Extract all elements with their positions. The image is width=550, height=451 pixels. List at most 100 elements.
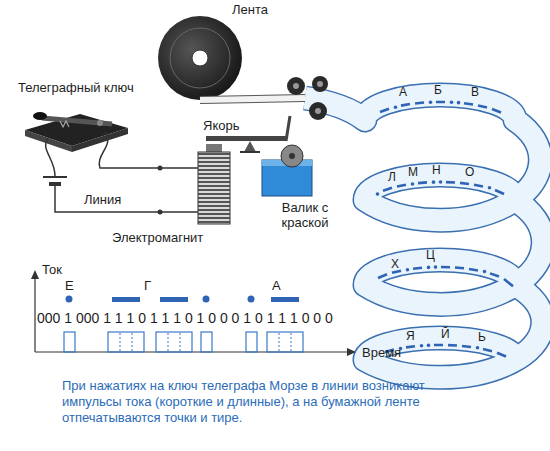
- reel-hub: [192, 50, 208, 66]
- battery-plate: [43, 176, 67, 178]
- current-axis-label: Ток: [42, 262, 62, 277]
- tape-letter: Ц: [426, 248, 435, 263]
- letter-label: Г: [144, 278, 151, 293]
- tape-letter: М: [408, 165, 418, 180]
- electromagnet-coil: [198, 152, 230, 224]
- tape-letter: А: [399, 85, 407, 100]
- armature-label: Якорь: [203, 118, 239, 133]
- tape-dash: [504, 279, 513, 286]
- roller-arm: [286, 116, 290, 141]
- axis-arrow: [347, 348, 356, 356]
- feed-roller: [312, 76, 328, 92]
- tape-letter: О: [465, 165, 474, 180]
- tape-dash: [436, 101, 445, 104]
- tape-dash: [490, 273, 499, 276]
- key-knob: [33, 112, 47, 120]
- reel-ring: [170, 28, 230, 88]
- ink-roller-axle: [289, 153, 295, 159]
- tape-dot: [429, 100, 433, 104]
- feed-roller: [309, 102, 327, 120]
- battery-plate: [49, 182, 61, 186]
- tape-letter: В: [471, 85, 479, 100]
- key-label: Телеграфный ключ: [18, 80, 134, 95]
- tape-dot: [439, 180, 443, 184]
- magnet-core: [206, 144, 222, 152]
- tape-dot: [483, 270, 487, 274]
- tape-letter: Х: [391, 257, 399, 272]
- tape-dash: [462, 345, 471, 349]
- wire-junction: [158, 210, 163, 215]
- tape-letter: Н: [432, 163, 441, 178]
- tape-letter: Ь: [478, 330, 486, 345]
- tape-dash: [413, 266, 422, 270]
- wire: [46, 138, 55, 176]
- tape-dash: [441, 266, 450, 269]
- tape-feed-face: [200, 98, 305, 100]
- tape-dot: [394, 105, 398, 109]
- tape-dash: [446, 181, 455, 184]
- tape-dash: [469, 269, 478, 271]
- tape-dash: [495, 190, 504, 194]
- roller-axle: [293, 83, 299, 89]
- tape-dot: [450, 100, 454, 104]
- tape-dash: [474, 185, 483, 187]
- paper-tape-face: [305, 95, 543, 377]
- key-base-side: [72, 128, 128, 152]
- tape-dash: [401, 104, 410, 106]
- wire: [55, 186, 198, 212]
- tape-dash: [397, 185, 406, 187]
- tape-dash: [455, 266, 464, 269]
- letter-label: А: [272, 278, 281, 293]
- tape-label: Лента: [232, 2, 268, 17]
- tape-dot: [427, 344, 431, 348]
- tape-dot: [376, 192, 380, 196]
- key-base-side: [25, 130, 72, 152]
- tape-dot: [434, 265, 438, 269]
- tape-dash: [434, 344, 443, 347]
- tape-dash: [483, 349, 492, 351]
- tape-dash: [406, 346, 415, 347]
- tape-dot: [420, 344, 424, 348]
- tape-letter: Я: [406, 329, 415, 344]
- axis-arrow: [31, 270, 39, 279]
- armature-pivot: [244, 141, 256, 152]
- tape-dash: [460, 183, 469, 184]
- tape-dot: [432, 180, 436, 184]
- wire: [99, 132, 198, 168]
- wire-junction: [158, 166, 163, 171]
- feed-roller: [287, 77, 305, 95]
- key-contact: [97, 120, 103, 126]
- electromagnet-label: Электромагнит: [112, 230, 203, 245]
- morse-marks: [376, 100, 513, 356]
- current-pulses: [64, 332, 303, 352]
- tape-dash: [478, 105, 487, 107]
- current-axis: [34, 276, 35, 352]
- tape-dot: [406, 268, 410, 272]
- ink-roller: [281, 145, 303, 167]
- tape-dot: [476, 346, 480, 350]
- line-label: Линия: [84, 192, 121, 207]
- tape-dash: [415, 101, 424, 104]
- tape-dash: [378, 274, 387, 278]
- tape-dash: [448, 344, 457, 347]
- ink-roller-label: Валик с краской: [260, 200, 350, 230]
- tape-dash: [492, 109, 501, 112]
- binary-code: 000 1 000 1 1 1 0 1 1 1 0 1 0 0 0 1 0 1 …: [37, 311, 333, 326]
- tape-letter: Й: [441, 327, 450, 342]
- morse-symbols: [66, 296, 300, 303]
- tape-dash: [383, 188, 392, 191]
- tape-dash: [418, 181, 427, 184]
- tape-dash: [497, 353, 506, 357]
- paper-tape: [305, 95, 543, 377]
- roller-axle: [317, 81, 323, 87]
- armature: [206, 136, 286, 141]
- tape-dash: [464, 103, 473, 104]
- tape-dot: [457, 101, 461, 105]
- pulse-dividers: [120, 333, 291, 351]
- caption: При нажатиях на ключ телеграфа Морзе в л…: [62, 378, 442, 426]
- letter-label: Е: [65, 278, 74, 293]
- key-spring: [60, 121, 69, 127]
- tape-dot: [488, 186, 492, 190]
- tape-feed: [200, 98, 305, 100]
